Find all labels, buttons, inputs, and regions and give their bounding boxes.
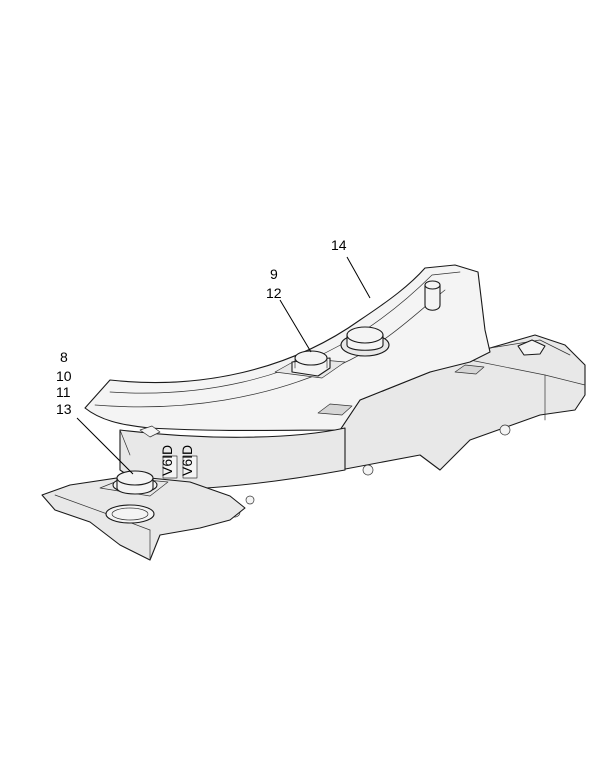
leader-9-12 <box>279 299 312 353</box>
leader-14 <box>346 256 371 299</box>
fixture-8-10-11-13 <box>99 470 169 497</box>
callout-8: 8 <box>60 349 68 365</box>
callout-9: 9 <box>270 266 278 282</box>
decal-pair: V6ID V6ID <box>159 445 198 479</box>
callout-10: 10 <box>56 368 72 384</box>
front-flange <box>41 475 246 561</box>
decal-1 <box>162 455 178 479</box>
round-cap <box>340 326 390 357</box>
decal-1-text: V6ID <box>159 445 175 476</box>
callout-13: 13 <box>56 401 72 417</box>
leader-8-13 <box>76 417 134 475</box>
callout-12: 12 <box>266 285 282 301</box>
decal-2 <box>182 455 198 479</box>
callout-14: 14 <box>331 237 347 253</box>
fixture-9-12 <box>274 350 346 379</box>
decal-2-text: V6ID <box>179 445 195 476</box>
callout-11: 11 <box>56 384 71 400</box>
